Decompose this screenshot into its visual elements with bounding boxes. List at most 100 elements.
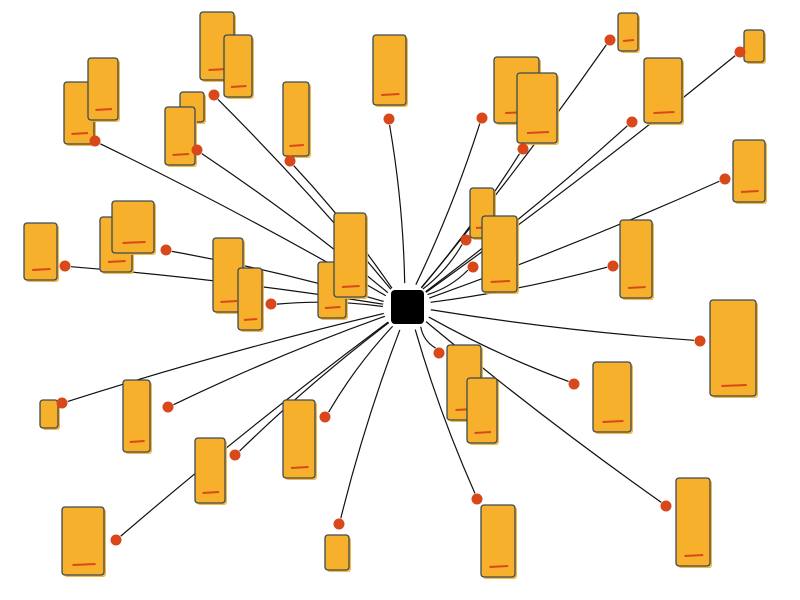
connector-dot <box>162 401 174 413</box>
document-card <box>223 34 254 99</box>
document-card <box>61 506 106 577</box>
document-card <box>87 57 120 122</box>
connector-dot <box>56 397 68 409</box>
document-card <box>619 219 654 300</box>
card-mark <box>324 306 341 309</box>
card-mark <box>32 268 51 271</box>
document-card <box>194 437 227 505</box>
card-mark <box>122 241 146 244</box>
connector-line <box>425 55 736 293</box>
connector-dot <box>59 260 71 272</box>
card-mark <box>622 39 635 42</box>
connector-dot <box>568 378 580 390</box>
connector-dot <box>719 173 731 185</box>
document-card <box>333 212 368 299</box>
document-card <box>732 139 767 204</box>
card-mark <box>71 132 89 135</box>
connector-dot <box>660 500 672 512</box>
connector-line <box>217 99 392 290</box>
central-hub <box>391 290 424 324</box>
connector-dot <box>460 234 472 246</box>
connector-line <box>340 329 401 519</box>
connector-line <box>428 316 569 383</box>
card-mark <box>172 153 190 156</box>
document-card <box>282 399 317 480</box>
connector-dot <box>208 89 220 101</box>
document-card <box>23 222 59 282</box>
document-card <box>480 504 517 579</box>
document-card <box>643 57 684 125</box>
card-mark <box>220 300 238 303</box>
connector-dot <box>471 493 483 505</box>
connector-dot <box>467 261 479 273</box>
document-card <box>592 361 633 434</box>
connector-dot <box>734 46 746 58</box>
connector-line <box>173 315 386 406</box>
card-mark <box>721 384 747 387</box>
connector-dot <box>433 347 445 359</box>
document-card <box>743 29 766 64</box>
connector-line <box>430 266 608 303</box>
connector-line <box>429 180 720 299</box>
card-mark <box>289 144 304 147</box>
connector-line <box>414 329 476 494</box>
card-mark <box>129 440 145 443</box>
document-card <box>709 299 758 398</box>
card-mark <box>474 431 492 434</box>
connector-dot <box>517 143 529 155</box>
connector-dot <box>626 116 638 128</box>
document-card <box>164 106 197 167</box>
card-mark <box>602 420 624 423</box>
connector-dot <box>476 112 488 124</box>
connector-dot <box>383 113 395 125</box>
document-card <box>466 377 499 445</box>
connector-line <box>67 312 385 402</box>
document-card <box>481 215 519 294</box>
card-mark <box>740 190 759 193</box>
connector-line <box>430 309 695 341</box>
card-mark <box>684 554 704 557</box>
document-card <box>111 200 156 255</box>
document-card <box>617 12 640 53</box>
card-mark <box>243 318 258 321</box>
card-mark <box>526 131 550 134</box>
card-mark <box>290 466 309 469</box>
connector-line <box>422 244 463 290</box>
card-mark <box>627 286 646 289</box>
document-card <box>372 34 408 107</box>
connector-dot <box>319 411 331 423</box>
card-mark <box>107 260 126 263</box>
connector-line <box>120 321 389 537</box>
connector-line <box>388 124 406 284</box>
connector-line <box>421 44 607 289</box>
connector-dot <box>607 260 619 272</box>
connector-dot <box>160 244 172 256</box>
connector-dot <box>89 135 101 147</box>
connector-dot <box>333 518 345 530</box>
connector-line <box>415 123 481 285</box>
document-card <box>237 267 264 332</box>
card-mark <box>230 85 247 88</box>
card-mark <box>490 280 511 283</box>
document-card <box>324 534 351 572</box>
connector-line <box>420 326 436 349</box>
connector-line <box>427 269 469 296</box>
connector-dots <box>56 34 746 546</box>
connector-line <box>328 325 394 413</box>
connector-line <box>425 125 628 293</box>
connector-dot <box>694 335 706 347</box>
connector-dot <box>110 534 122 546</box>
connector-line <box>239 322 390 452</box>
connector-dot <box>604 34 616 46</box>
connector-dot <box>229 449 241 461</box>
connector-dot <box>191 144 203 156</box>
connector-dot <box>265 298 277 310</box>
card-mark <box>653 111 675 114</box>
document-cards <box>23 11 767 579</box>
document-card <box>675 477 712 568</box>
card-mark <box>381 93 400 96</box>
document-card <box>122 379 152 454</box>
card-mark <box>72 563 96 566</box>
card-mark <box>202 491 220 494</box>
